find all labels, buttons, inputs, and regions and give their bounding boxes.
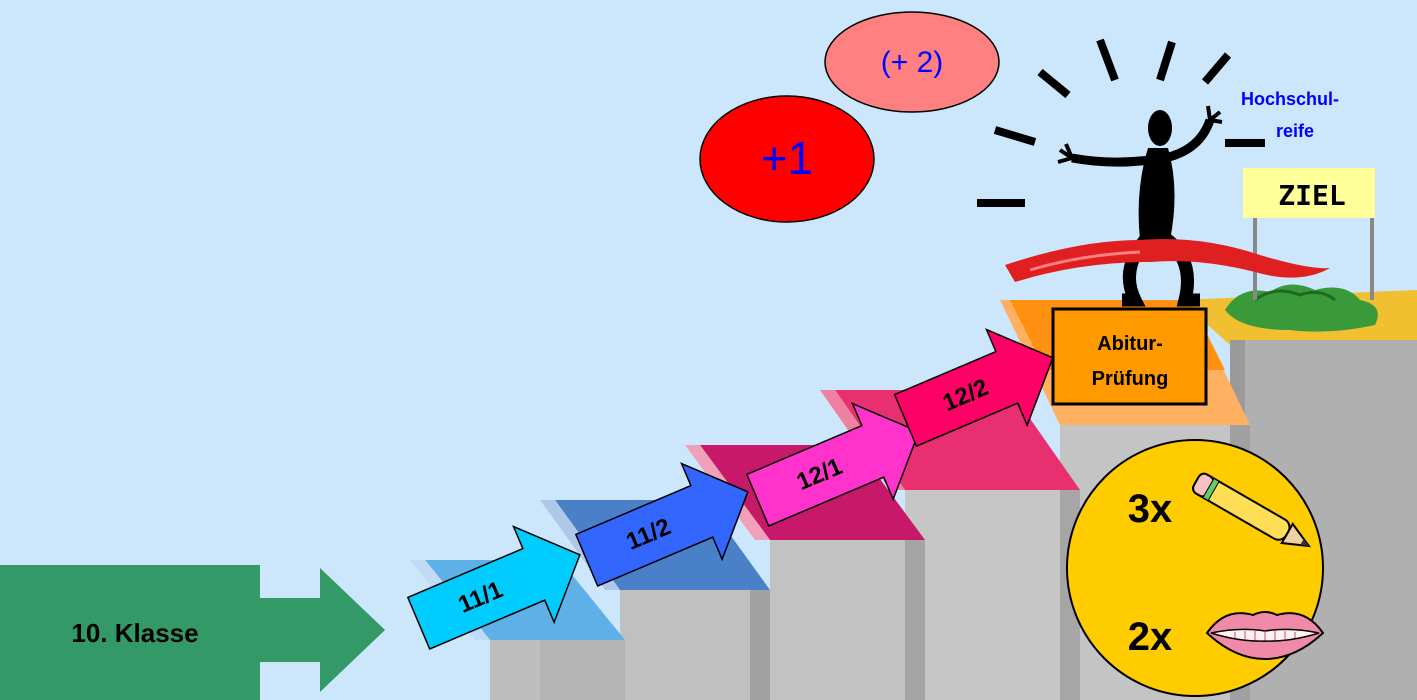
bonus-plus-two-label: (+ 2) (881, 46, 944, 79)
exam-box-line1: Abitur- (1097, 333, 1163, 355)
start-box-label: 10. Klasse (71, 618, 198, 648)
runner-figure (1057, 105, 1223, 307)
bonus-plus-one-label: +1 (761, 132, 813, 184)
written-exams-label: 3x (1128, 487, 1173, 531)
goal-area: ZIEL Hochschul- reife (977, 38, 1378, 332)
lips-icon (1205, 611, 1325, 661)
bonus-plus-two (824, 11, 1000, 113)
start-arrow (258, 568, 385, 692)
goal-label-line1: Hochschul- (1241, 89, 1339, 109)
exams-circle (1066, 439, 1324, 697)
oral-exams-label: 2x (1128, 615, 1173, 659)
goal-sign (1243, 168, 1375, 218)
burst-lines (977, 38, 1265, 207)
step-arrow-11-1: 11/1 (406, 525, 581, 650)
step-arrow-11-2: 11/2 (574, 462, 749, 587)
step-arrow-12-2: 12/2 (893, 328, 1054, 448)
bonus-plus-one (699, 95, 875, 223)
exam-box (1051, 307, 1208, 406)
start-box: 10. Klasse (0, 565, 385, 700)
goal-label-line2: reife (1276, 121, 1314, 141)
bush (1225, 284, 1378, 332)
goal-sign-text: ZIEL (1278, 179, 1345, 212)
exam-box-line2: Prüfung (1092, 368, 1169, 390)
step-arrow-12-1: 12/1 (745, 402, 920, 527)
pencil-icon (1192, 472, 1312, 548)
finish-ribbon (1005, 239, 1330, 282)
